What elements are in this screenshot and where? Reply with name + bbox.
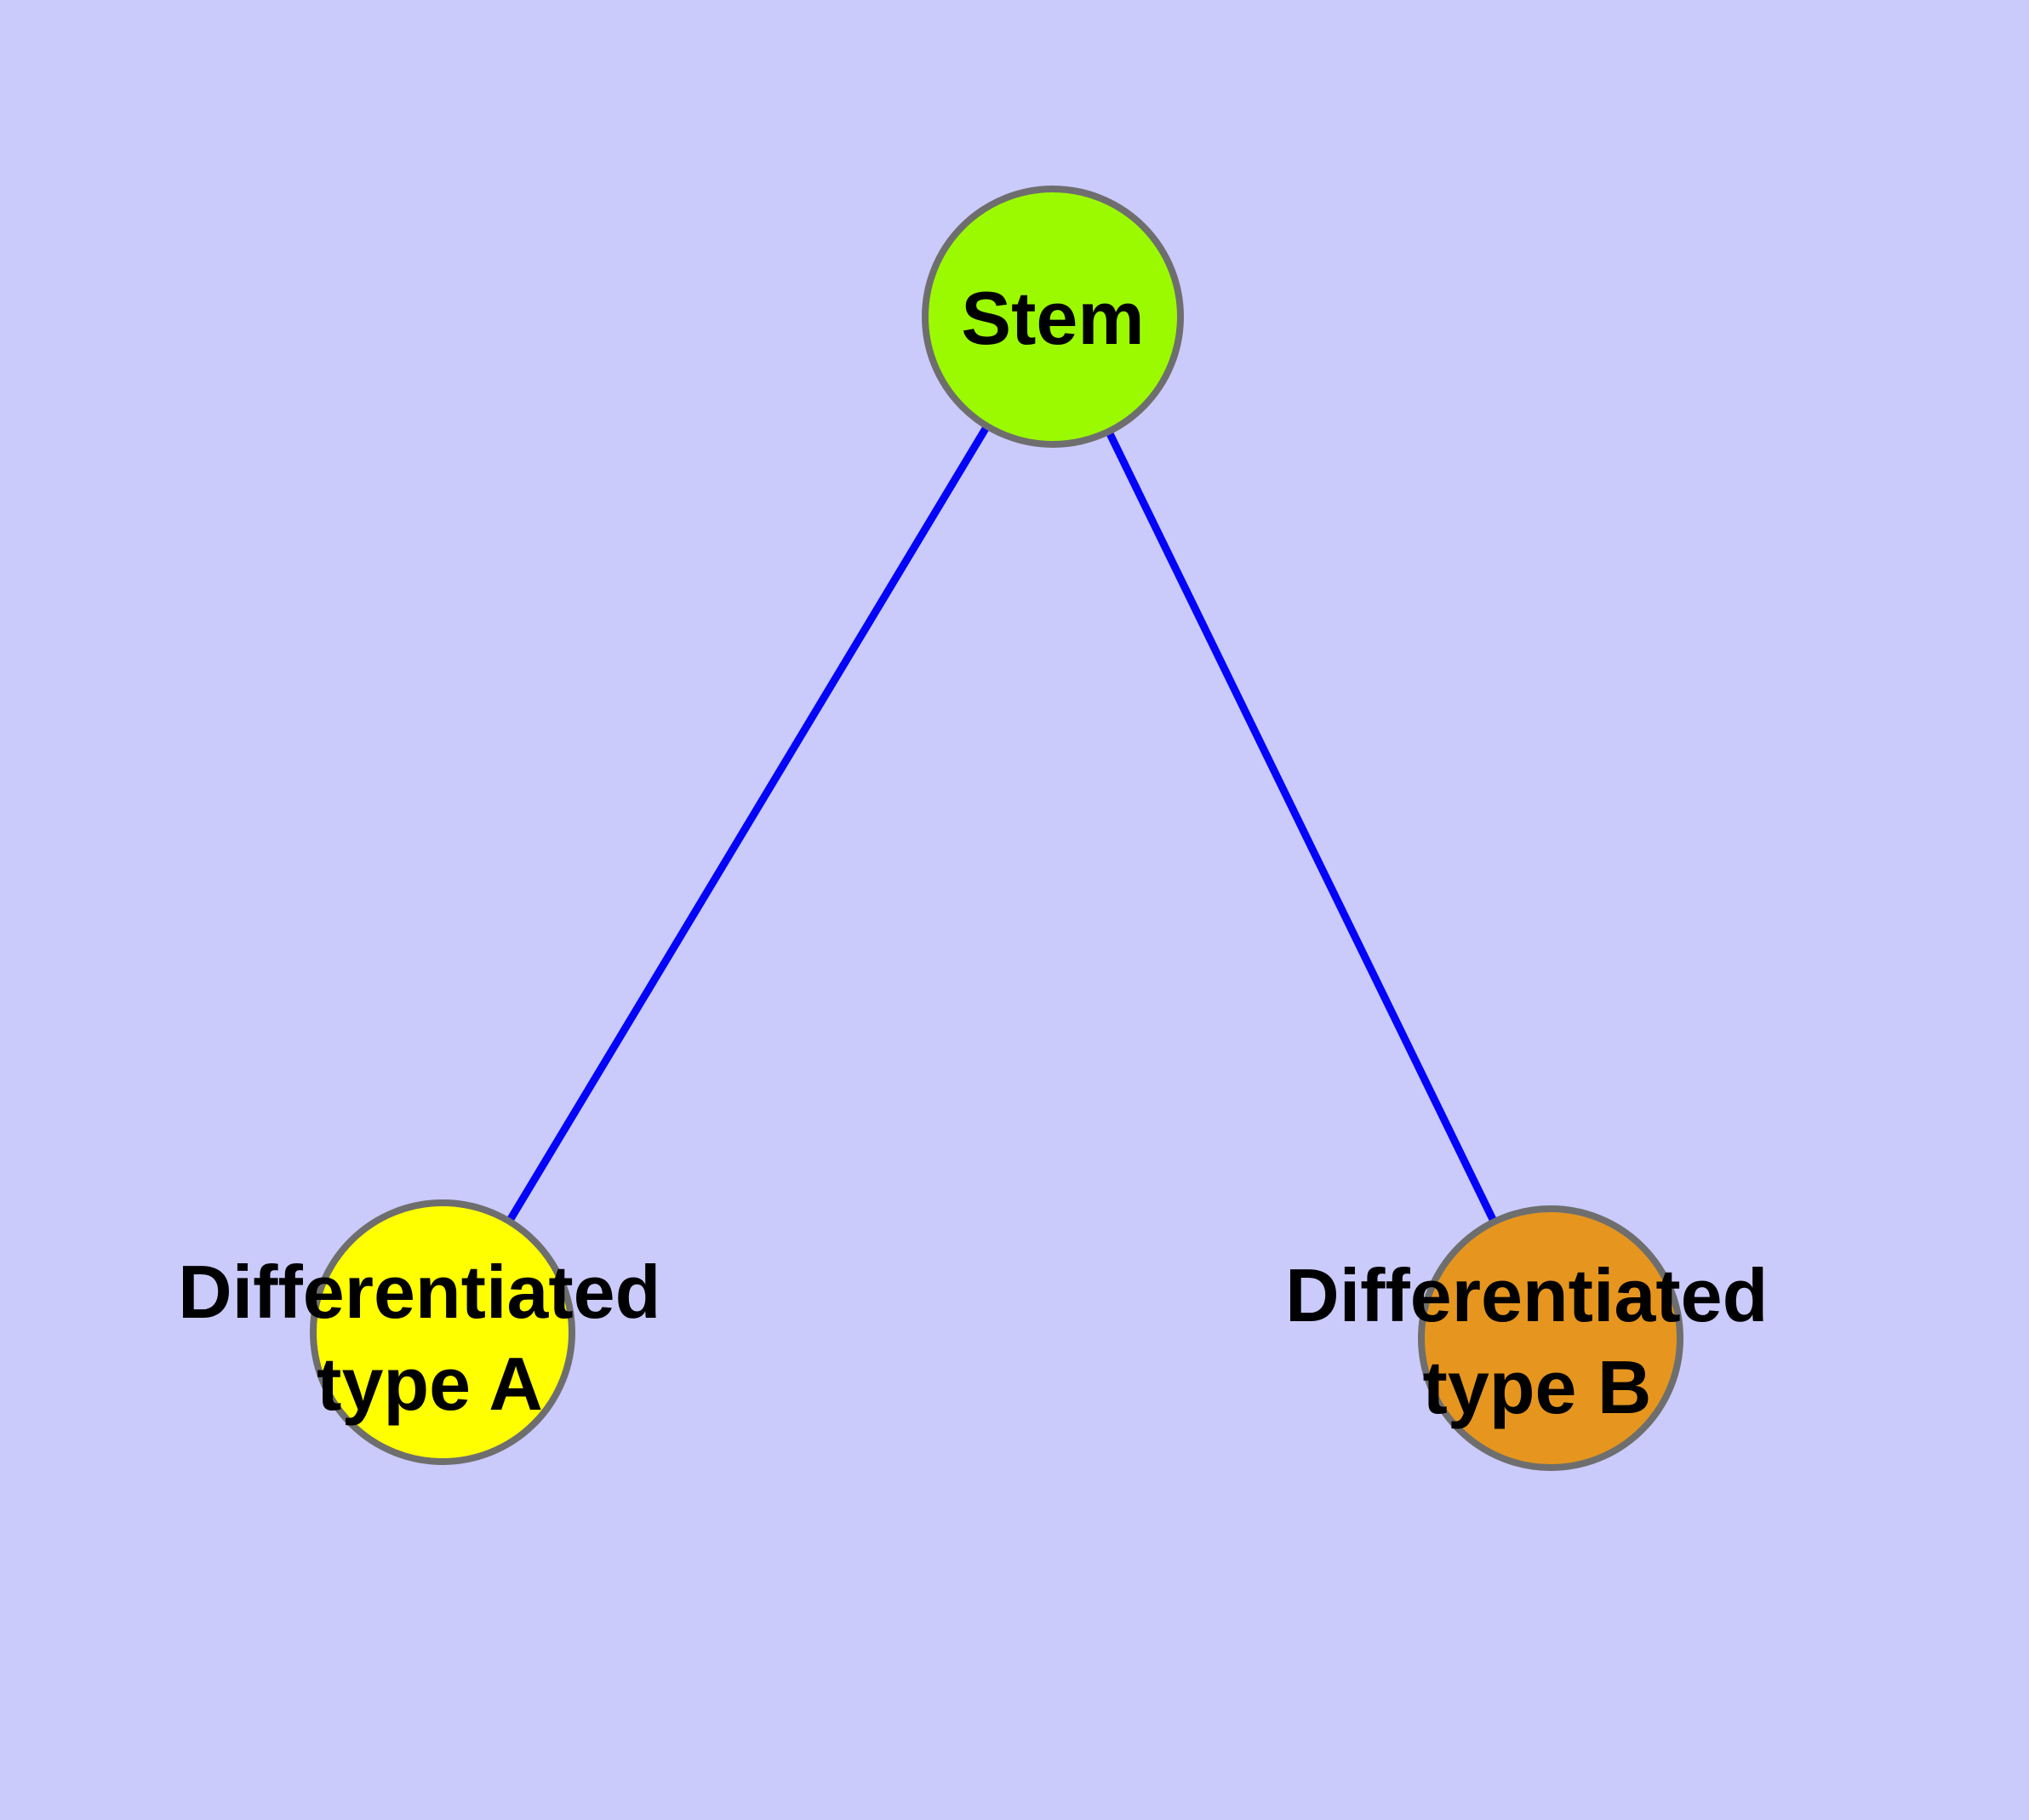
- label-type-a-line2: type A: [317, 1342, 543, 1426]
- label-differentiated-type-a: Differentiated type A: [178, 1250, 682, 1426]
- label-differentiated-type-b: Differentiated type B: [1285, 1253, 1789, 1429]
- node-differentiated-type-b: [1418, 1205, 1683, 1471]
- label-type-a-line1: Differentiated: [178, 1250, 660, 1334]
- node-stem: [922, 186, 1184, 448]
- label-stem: Stem: [961, 276, 1144, 360]
- edge-stem-to-type-a: [438, 312, 1057, 1336]
- label-type-b-line2: type B: [1423, 1345, 1652, 1429]
- node-differentiated-type-a: [310, 1199, 575, 1465]
- label-type-b-line1: Differentiated: [1285, 1253, 1768, 1337]
- edge-stem-to-type-b: [1049, 312, 1555, 1342]
